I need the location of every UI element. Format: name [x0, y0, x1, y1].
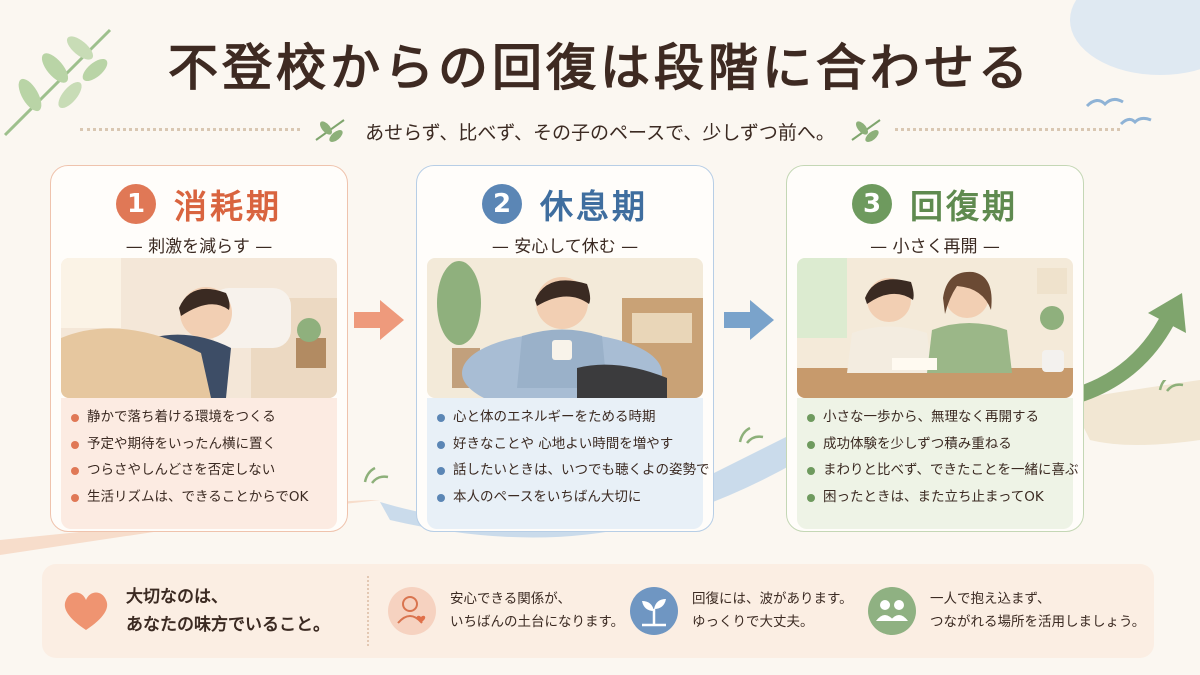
growth-arrow-icon: [1070, 293, 1186, 403]
list-item: 心と体のエネルギーをためる時期: [427, 404, 703, 431]
resting-child-illustration: [61, 258, 337, 398]
stage-card-3: 3 回復期 — 小さく再開 — 小さな一歩から、無理なく再開する 成功体験を少しず…: [786, 165, 1084, 532]
stage-number-badge: 1: [116, 184, 156, 224]
page-subtitle: あせらず、比べず、その子のペースで、少しずつ前へ。: [365, 122, 835, 144]
list-item: 話したいときは、いつでも聴くよの姿勢で: [427, 457, 710, 484]
stage-header: 3 回復期: [787, 180, 1083, 228]
dotted-divider-left: [80, 128, 300, 131]
child-with-parent-illustration: [797, 258, 1073, 398]
tip-text-line1: 一人で抱え込まず、: [930, 591, 1051, 607]
list-item: 成功体験を少しずつ積み重ねる: [797, 431, 1073, 458]
people-icon: [868, 587, 916, 635]
stage-subtitle: — 小さく再開 —: [870, 237, 1000, 257]
list-item: 本人のペースをいちばん大切に: [427, 484, 703, 511]
list-item: 静かで落ち着ける環境をつくる: [61, 404, 337, 431]
page-title: 不登校からの回復は段階に合わせる: [168, 39, 1032, 97]
arrow-right-icon: [354, 300, 404, 340]
list-item: まわりと比べず、できたことを一緒に喜ぶ: [797, 457, 1079, 484]
arrow-right-icon: [724, 300, 774, 340]
person-heart-icon: [388, 587, 436, 635]
heart-icon: [64, 592, 108, 630]
list-item: 生活リズムは、できることからでOK: [61, 484, 337, 511]
stage-subtitle: — 刺激を減らす —: [125, 237, 273, 257]
main-message-line2: あなたの味方でいること。: [126, 615, 330, 635]
list-item: 困ったときは、また立ち止まってOK: [797, 484, 1073, 511]
stage-header: 1 消耗期: [51, 180, 347, 228]
stage-bullet-list: 心と体のエネルギーをためる時期 好きなことや 心地よい時間を増やす 話したいとき…: [427, 398, 710, 529]
stage-card-2: 2 休息期 — 安心して休む — 心と体のエネルギーをためる時期 好きなことや 心…: [416, 165, 714, 532]
sky-wash-decoration: [1070, 0, 1200, 75]
stage-bullet-list: 静かで落ち着ける環境をつくる 予定や期待をいったん横に置く つらさやしんどさを否…: [61, 398, 337, 529]
tip-text-line2: ゆっくりで大丈夫。: [692, 614, 814, 630]
sprout-icon: [630, 587, 678, 635]
stage-title: 休息期: [540, 187, 648, 226]
sprig-icon: [315, 119, 345, 142]
stage-header: 2 休息期: [417, 180, 713, 228]
stage-number-badge: 3: [852, 184, 892, 224]
bird-icon: [1085, 97, 1152, 126]
list-item: つらさやしんどさを否定しない: [61, 457, 337, 484]
bottom-message-panel: 大切なのは、 あなたの味方でいること。 安心できる関係が、 いちばんの土台になり…: [42, 564, 1154, 658]
sprig-icon: [851, 119, 881, 142]
main-message-line1: 大切なのは、: [126, 587, 228, 607]
relaxing-child-illustration: [427, 258, 703, 398]
dotted-divider-right: [895, 128, 1120, 131]
subtitle-row: あせらず、比べず、その子のペースで、少しずつ前へ。: [0, 116, 1200, 146]
stage-card-1: 1 消耗期 — 刺激を減らす — 静かで落ち着ける環境をつくる 予定や期待をいった…: [50, 165, 348, 532]
list-item: 予定や期待をいったん横に置く: [61, 431, 337, 458]
tip-text-line1: 回復には、波があります。: [692, 591, 853, 607]
tip-text-line2: いちばんの土台になります。: [450, 614, 625, 630]
stage-title: 回復期: [910, 187, 1018, 226]
vertical-dotted-divider: [367, 576, 369, 646]
stage-bullet-list: 小さな一歩から、無理なく再開する 成功体験を少しずつ積み重ねる まわりと比べず、…: [797, 398, 1079, 529]
stage-number-badge: 2: [482, 184, 522, 224]
list-item: 好きなことや 心地よい時間を増やす: [427, 431, 703, 458]
tip-text-line1: 安心できる関係が、: [450, 591, 571, 607]
stage-subtitle: — 安心して休む —: [491, 237, 639, 257]
leaf-branch-decoration: [3, 28, 112, 137]
list-item: 小さな一歩から、無理なく再開する: [797, 404, 1073, 431]
tip-text-line2: つながれる場所を活用しましょう。: [930, 614, 1146, 630]
stage-title: 消耗期: [174, 187, 282, 226]
